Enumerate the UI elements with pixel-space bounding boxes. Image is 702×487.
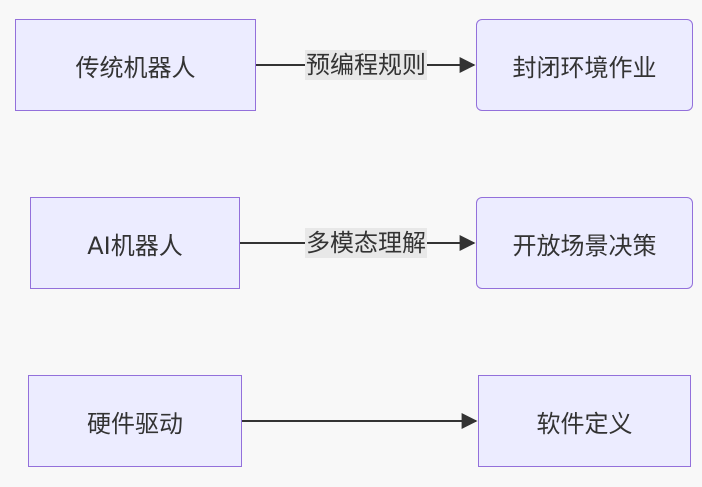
- node-label: 封闭环境作业: [512, 53, 657, 82]
- node-label: 传统机器人: [75, 53, 196, 82]
- node-label: 开放场景决策: [512, 231, 657, 260]
- node-label: 软件定义: [536, 409, 633, 438]
- edge-label-row1: 预编程规则: [305, 50, 427, 80]
- node-closed-environment: 封闭环境作业: [476, 19, 693, 111]
- node-label: 硬件驱动: [87, 409, 183, 438]
- node-open-scene: 开放场景决策: [476, 197, 693, 289]
- node-label: AI机器人: [87, 231, 183, 260]
- node-ai-robot: AI机器人: [30, 197, 240, 289]
- node-traditional-robot: 传统机器人: [15, 19, 256, 111]
- node-software-defined: 软件定义: [478, 375, 691, 467]
- node-hardware-driven: 硬件驱动: [28, 375, 242, 467]
- edge-label-row2: 多模态理解: [305, 228, 427, 258]
